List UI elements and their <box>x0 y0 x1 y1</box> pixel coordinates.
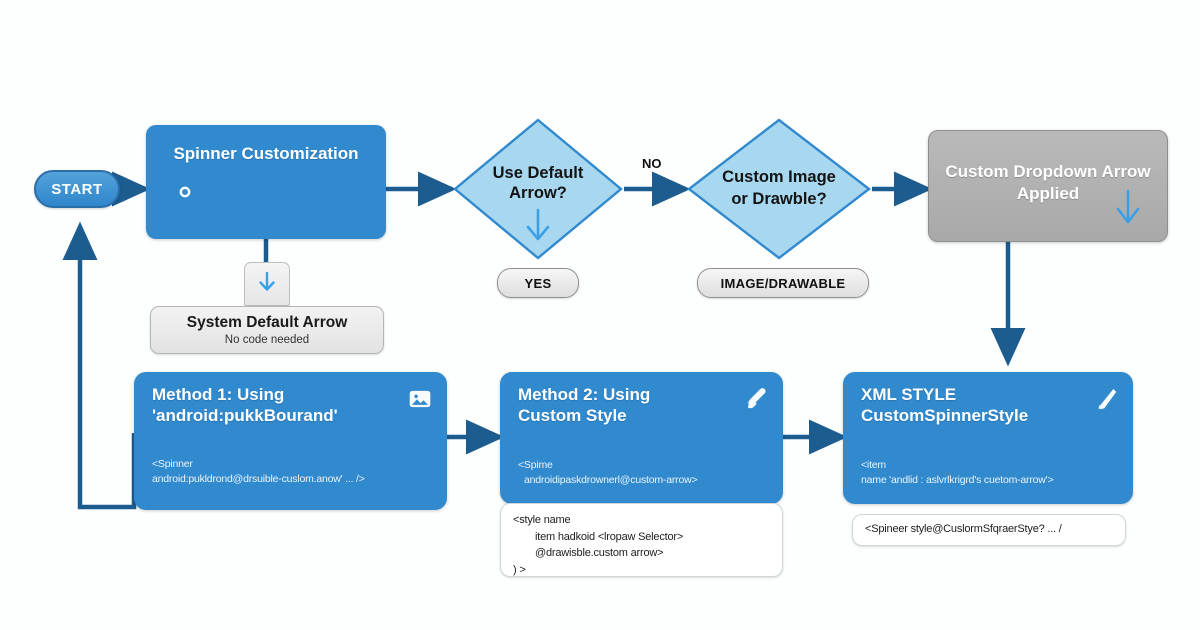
method2-card-line4: ) > <box>513 563 526 576</box>
gear-icon <box>168 175 202 209</box>
method1-node[interactable]: Method 1: Using 'android:pukkBourand' <S… <box>134 372 447 510</box>
method1-code-line1: <Spinner <box>152 458 193 470</box>
xml-style-node[interactable]: XML STYLE CustomSpinnerStyle <item name … <box>843 372 1133 504</box>
decision-use-default-arrow[interactable]: Use Default Arrow? <box>452 117 624 261</box>
method2-code: <Spime androidipaskdrownerl@custom-arrow… <box>518 458 769 488</box>
badge-image-drawable: IMAGE/DRAWABLE <box>697 268 869 298</box>
decision2-line2: or Drawble? <box>731 190 827 208</box>
method2-card-line2: item hadkoid <lropaw Selector> <box>535 530 684 543</box>
decision-custom-image-or-drawable[interactable]: Custom Image or Drawble? <box>686 117 872 261</box>
start-label: START <box>51 180 103 198</box>
method2-card-line3: @drawisble.custom arrow> <box>535 547 664 559</box>
badge-yes-label: YES <box>524 275 552 291</box>
image-icon <box>407 386 433 412</box>
decision1-line2: Arrow? <box>509 184 567 202</box>
method2-code-line1: <Spime <box>518 459 553 471</box>
default-arrow-tab <box>244 262 290 306</box>
edge-feedback-loop <box>62 221 137 510</box>
method1-code-line2: android:pukldrond@drsuible-cuslom.anow' … <box>152 473 365 486</box>
applied-line1: Custom Dropdown Arrow <box>945 162 1151 181</box>
method2-title-line1: Method 2: Using <box>518 385 651 404</box>
custom-dropdown-arrow-applied-node[interactable]: Custom Dropdown Arrow Applied <box>928 130 1168 242</box>
method2-style-snippet: <style name item hadkoid <lropaw Selecto… <box>500 503 783 577</box>
spinner-customization-title: Spinner Customization <box>173 144 359 163</box>
xmlstyle-title-line1: XML STYLE <box>861 385 957 404</box>
arrow-down-icon <box>1113 188 1143 233</box>
system-default-arrow-title: System Default Arrow <box>186 314 348 332</box>
decision2-line1: Custom Image <box>722 168 836 186</box>
start-node[interactable]: START <box>34 170 120 208</box>
system-default-arrow-node[interactable]: System Default Arrow No code needed <box>150 306 384 354</box>
xmlstyle-code: <item name 'andlid : aslvrlkrigrd's cuet… <box>861 458 1119 488</box>
method1-code: <Spinner android:pukldrond@drsuible-cusl… <box>152 457 433 487</box>
method2-code-line2: androidipaskdrownerl@custom-arrow> <box>524 474 698 487</box>
xmlstyle-title-line2: CustomSpinnerStyle <box>861 406 1029 425</box>
badge-image-drawable-label: IMAGE/DRAWABLE <box>720 275 846 291</box>
method1-title-line2: 'android:pukkBourand' <box>152 406 338 425</box>
pen-icon <box>1093 386 1119 412</box>
spinner-customization-node[interactable]: Spinner Customization <box>146 125 386 239</box>
applied-line2: Applied <box>1016 184 1080 203</box>
method2-node[interactable]: Method 2: Using Custom Style <Spime andr… <box>500 372 783 504</box>
decision1-line1: Use Default <box>492 164 584 182</box>
system-default-arrow-subtitle: No code needed <box>224 333 310 346</box>
edge-label-no: NO <box>642 156 662 171</box>
method2-title-line2: Custom Style <box>518 406 627 425</box>
badge-yes: YES <box>497 268 579 298</box>
xmlstyle-usage-snippet: <Spineer style@CuslormSfqraerStye? ... / <box>852 514 1126 546</box>
method1-title-line1: Method 1: Using <box>152 385 285 404</box>
brush-icon <box>743 386 769 412</box>
method2-card-line1: <style name <box>513 514 571 526</box>
xmlstyle-code-line2: name 'andlid : aslvrlkrigrd's cuetom-arr… <box>861 474 1054 487</box>
arrow-down-icon <box>256 270 278 299</box>
xmlstyle-card-line1: <Spineer style@CuslormSfqraerStye? ... / <box>865 523 1062 535</box>
xmlstyle-code-line1: <item <box>861 459 886 471</box>
